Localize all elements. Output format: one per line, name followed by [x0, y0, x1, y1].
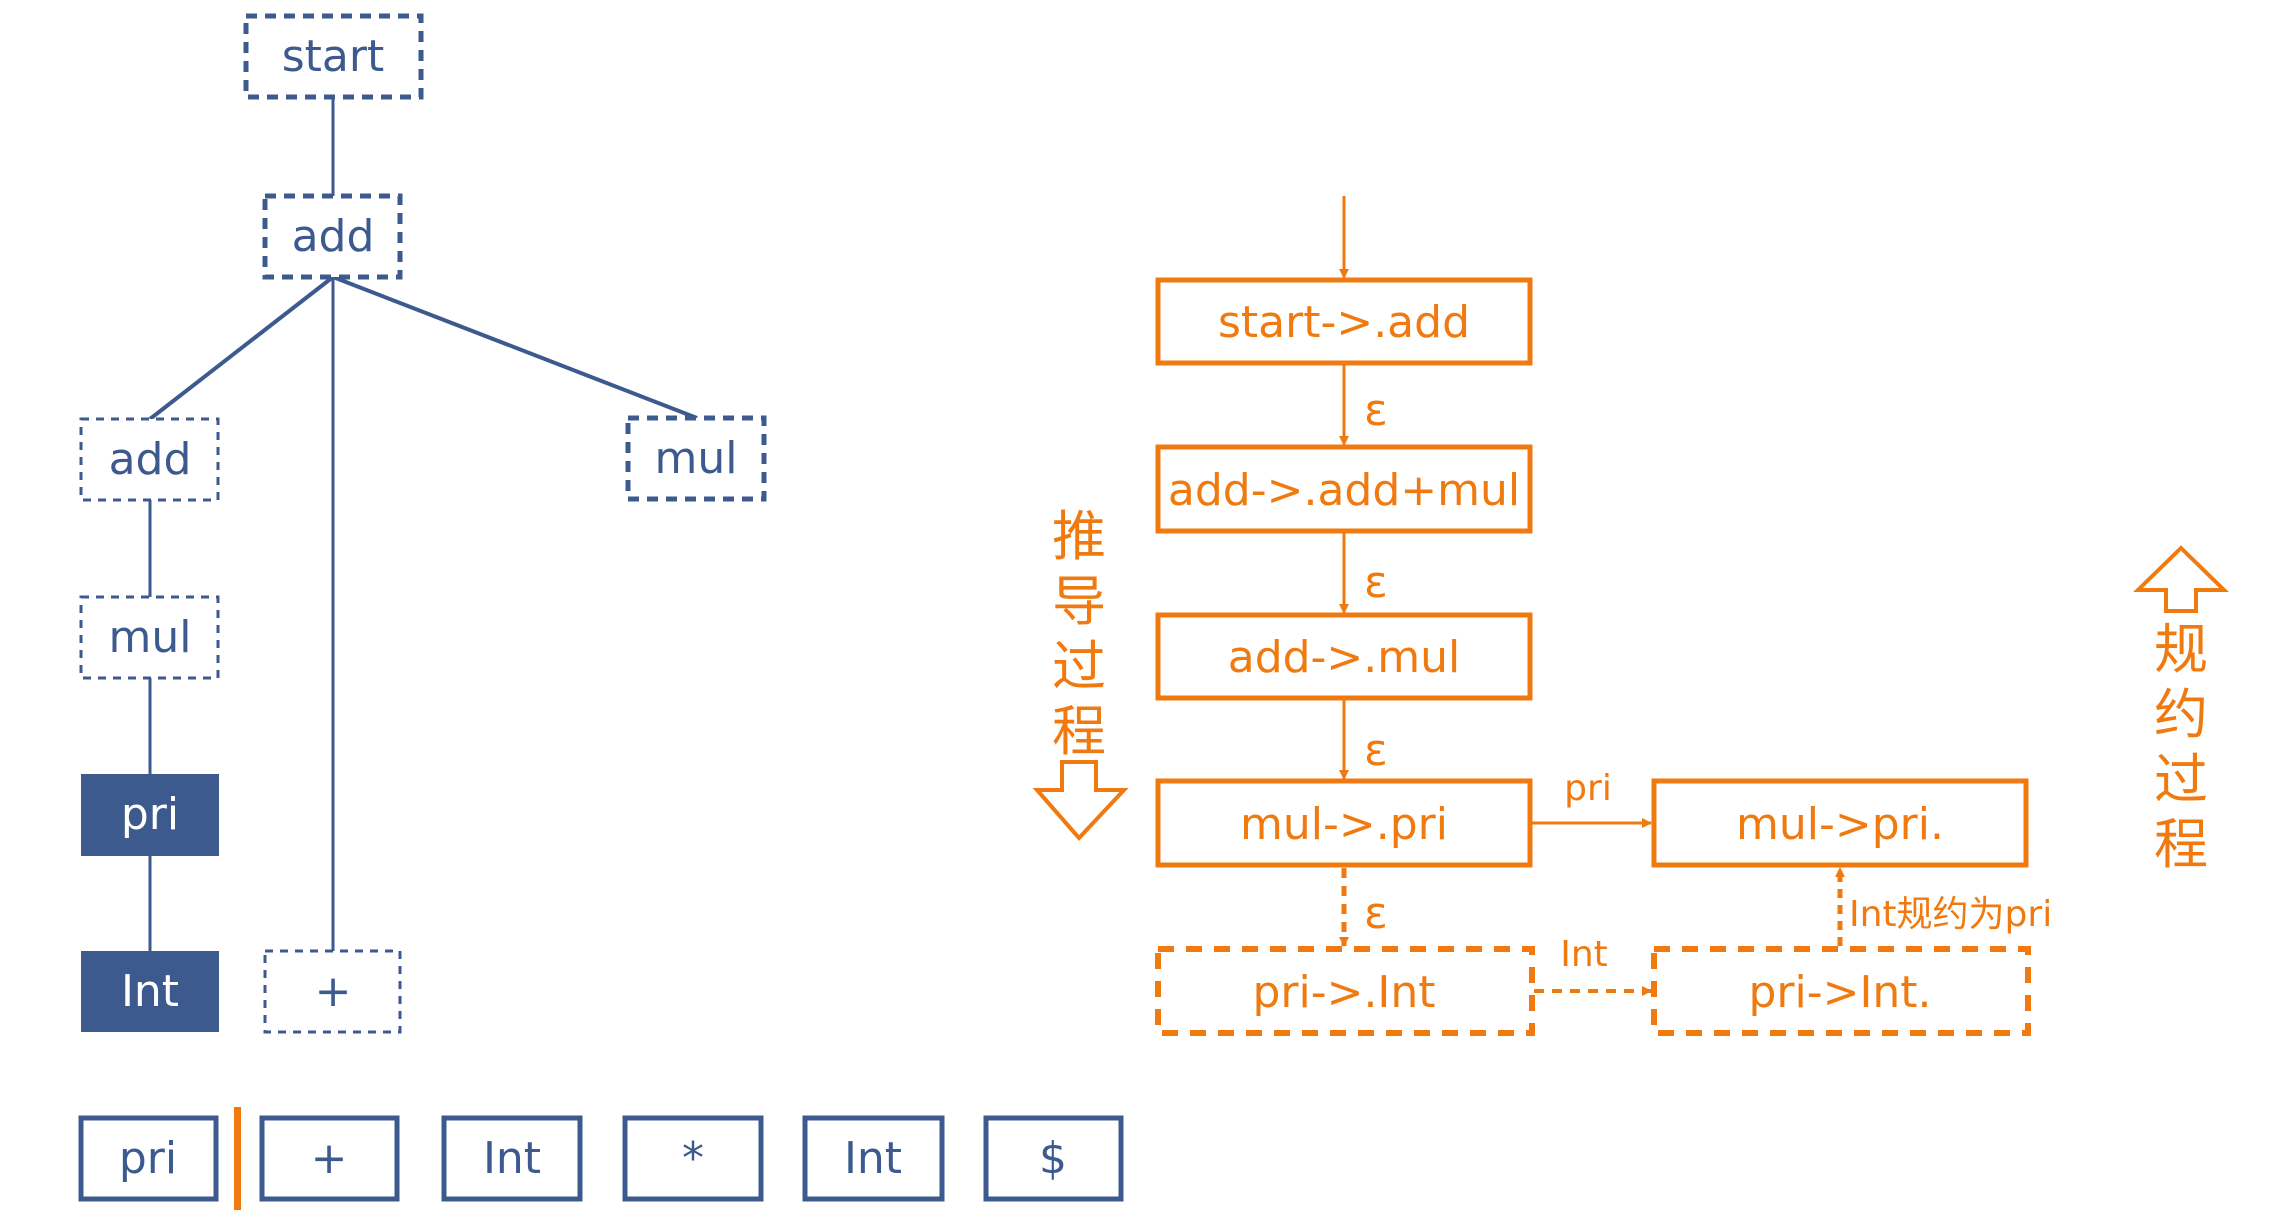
input-token: Int — [802, 1115, 945, 1202]
input-token-label: + — [311, 1133, 348, 1184]
state-add-add-plus-mul: add->.add+mul — [1155, 444, 1533, 534]
tree-node-int: Int — [81, 951, 219, 1032]
tree-node-label: start — [282, 31, 384, 82]
input-token: Int — [441, 1115, 583, 1202]
transition-label: Int — [1560, 934, 1608, 975]
input-token: + — [259, 1115, 400, 1202]
reduction-char: 过 — [2154, 748, 2208, 811]
tree-node-pri: pri — [81, 774, 219, 856]
reduction-char: 规 — [2154, 618, 2208, 681]
transition-label: ε — [1364, 725, 1388, 776]
tree-edge-add-addleft — [148, 275, 335, 421]
derivation-char: 程 — [1052, 700, 1106, 763]
input-token-label: Int — [844, 1133, 902, 1184]
derivation-char: 导 — [1052, 570, 1106, 633]
input-token: * — [622, 1115, 764, 1202]
state-label: pri->.Int — [1252, 967, 1435, 1018]
derivation-annotation: 推 导 过 程 — [1032, 505, 1129, 841]
input-token-label: * — [682, 1133, 704, 1184]
derivation-char: 过 — [1052, 635, 1106, 698]
lr-automaton: start->.add ε add->.add+mul ε add->.mul … — [1155, 196, 2052, 1036]
tree-node-plus: + — [263, 949, 402, 1034]
transition-label: ε — [1364, 888, 1388, 939]
state-label: pri->Int. — [1748, 967, 1931, 1018]
input-cursor-bar — [234, 1107, 241, 1210]
reduction-annotation: 规 约 过 程 — [2133, 545, 2229, 876]
tree-node-add-root: add — [262, 193, 403, 280]
transition-label: ε — [1364, 557, 1388, 608]
state-label: add->.add+mul — [1168, 465, 1520, 516]
tree-edge-add-mulright — [332, 275, 698, 420]
input-token-label: Int — [483, 1133, 541, 1184]
transition-label: pri — [1564, 768, 1612, 809]
tree-node-label: Int — [121, 966, 179, 1017]
input-token: pri — [78, 1115, 219, 1202]
tree-node-label: add — [292, 211, 375, 262]
state-mul-dot-pri: mul->.pri — [1155, 778, 1533, 868]
input-token-label: pri — [119, 1133, 177, 1184]
state-label: add->.mul — [1228, 632, 1461, 683]
down-arrow-icon — [1032, 760, 1129, 841]
input-token: $ — [983, 1115, 1124, 1202]
input-token-stream: pri + Int * Int $ — [78, 1107, 1124, 1210]
state-pri-dot-int: pri->.Int — [1155, 946, 1535, 1036]
input-token-label: $ — [1039, 1133, 1067, 1184]
state-start-add: start->.add — [1155, 277, 1533, 366]
reduce-label: Int规约为pri — [1849, 894, 2052, 935]
tree-node-label: + — [315, 966, 352, 1017]
tree-node-start: start — [243, 13, 424, 100]
transition-label: ε — [1364, 385, 1388, 436]
tree-node-mul-right: mul — [625, 415, 767, 502]
tree-node-label: pri — [121, 789, 179, 840]
tree-node-mul-left: mul — [79, 595, 220, 680]
tree-node-label: mul — [109, 612, 192, 663]
tree-node-add-left: add — [79, 417, 220, 502]
state-label: start->.add — [1218, 297, 1470, 348]
state-mul-pri-dot: mul->pri. — [1651, 778, 2029, 868]
up-arrow-icon — [2133, 545, 2229, 613]
tree-node-label: mul — [655, 433, 738, 484]
derivation-char: 推 — [1052, 505, 1106, 568]
state-label: mul->pri. — [1736, 799, 1944, 850]
state-label: mul->.pri — [1240, 799, 1448, 850]
reduction-char: 约 — [2154, 683, 2208, 746]
state-add-mul: add->.mul — [1155, 612, 1533, 701]
state-pri-int-dot: pri->Int. — [1651, 946, 2031, 1036]
tree-node-label: add — [109, 434, 192, 485]
parse-tree: start add add + mul mul pri — [79, 13, 767, 1034]
reduction-char: 程 — [2154, 813, 2208, 876]
